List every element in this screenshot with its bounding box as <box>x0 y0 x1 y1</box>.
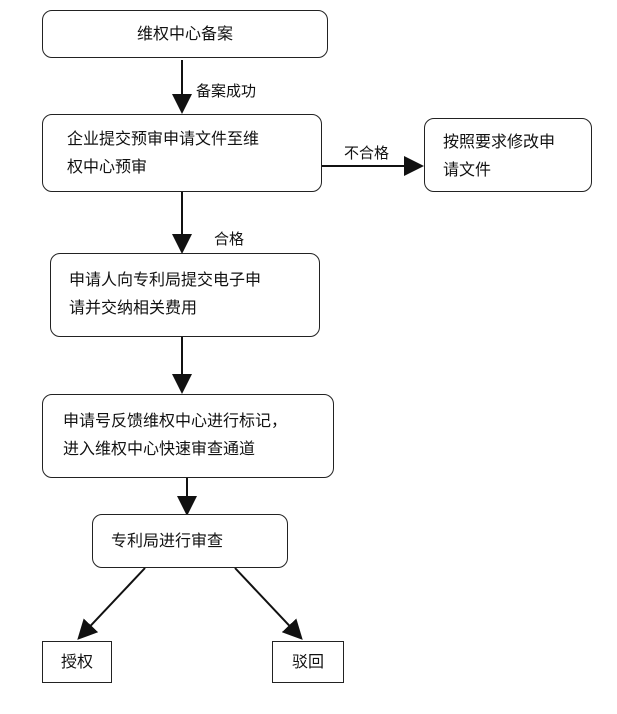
node-grant: 授权 <box>42 641 112 683</box>
node-e-application: 申请人向专利局提交电子申 请并交纳相关费用 <box>50 253 320 337</box>
node-revise-line1: 按照要求修改申 <box>443 132 556 151</box>
node-e-application-line1: 申请人向专利局提交电子申 <box>69 270 262 289</box>
node-filing: 维权中心备案 <box>42 10 328 58</box>
node-grant-text: 授权 <box>60 652 93 671</box>
edge-label-filing-success: 备案成功 <box>196 82 257 100</box>
edge-label-not-qualified: 不合格 <box>344 144 390 162</box>
node-examination-text: 专利局进行审查 <box>111 531 224 550</box>
node-reject-text: 驳回 <box>291 652 324 671</box>
arrow-examination-to-grant <box>77 567 146 640</box>
node-revise: 按照要求修改申 请文件 <box>424 118 592 192</box>
node-e-application-line2: 请并交纳相关费用 <box>69 298 198 317</box>
arrow-examination-to-reject <box>234 567 303 640</box>
node-submit-pre-review-line2: 权中心预审 <box>67 157 148 176</box>
node-examination: 专利局进行审查 <box>92 514 288 568</box>
node-mark-fast-track-line2: 进入维权中心快速审查通道 <box>63 439 256 458</box>
node-mark-fast-track-line1: 申请号反馈维权中心进行标记， <box>63 411 288 430</box>
node-reject: 驳回 <box>272 641 344 683</box>
node-submit-pre-review-line1: 企业提交预审申请文件至维 <box>67 129 260 148</box>
node-mark-fast-track: 申请号反馈维权中心进行标记， 进入维权中心快速审查通道 <box>42 394 334 478</box>
node-filing-text: 维权中心备案 <box>136 24 233 43</box>
node-revise-line2: 请文件 <box>443 160 492 179</box>
edge-label-qualified: 合格 <box>214 230 245 248</box>
node-submit-pre-review: 企业提交预审申请文件至维 权中心预审 <box>42 114 322 192</box>
